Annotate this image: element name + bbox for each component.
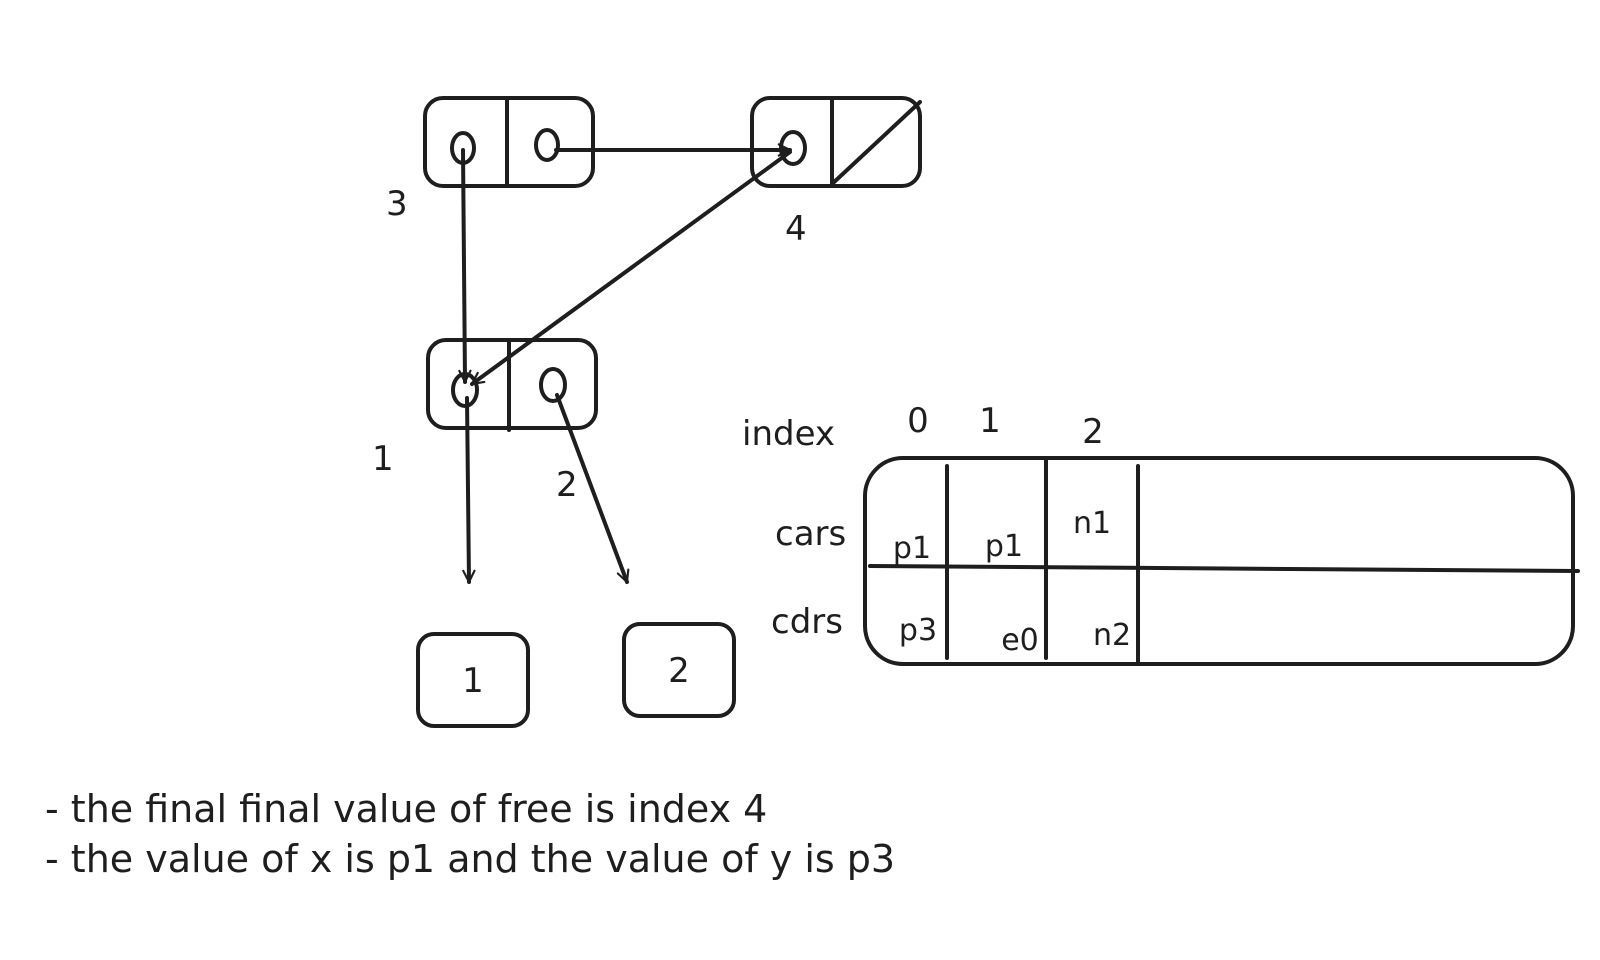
atom-value: 1 — [462, 661, 484, 701]
cdr-cell-2: n2 — [1093, 618, 1131, 653]
cars-label: cars — [775, 514, 846, 554]
cdr-pointer-icon — [534, 128, 560, 162]
index-label: index — [742, 414, 835, 454]
cdr-cell-0: p3 — [899, 613, 937, 648]
pair-box-4 — [750, 96, 922, 188]
car-cell-0: p1 — [893, 531, 931, 566]
pair-box-3 — [423, 96, 595, 188]
atom-box-2: 2 — [622, 622, 736, 718]
pair-box-1 — [426, 338, 598, 432]
index-0: 0 — [907, 401, 929, 441]
cdrs-label: cdrs — [771, 602, 843, 642]
note-x-y-values: - the value of x is p1 and the value of … — [45, 837, 895, 881]
pair-label-2: 2 — [556, 465, 578, 505]
pair-label-3: 3 — [386, 184, 408, 224]
index-1: 1 — [979, 401, 1001, 441]
arrow-1-cdr-to-atom-2 — [555, 393, 630, 584]
arrow-1-car-to-atom-1 — [462, 396, 476, 584]
cdr-pointer-icon — [539, 367, 567, 403]
car-cell-1: p1 — [985, 529, 1023, 564]
cdr-cell-1: e0 — [1001, 623, 1039, 658]
car-cell-2: n1 — [1073, 506, 1111, 541]
index-2: 2 — [1082, 412, 1104, 452]
atom-value: 2 — [668, 651, 690, 691]
arrow-4-car-to-1 — [470, 150, 792, 386]
note-free-index: - the final final value of free is index… — [45, 787, 767, 831]
pair-label-4: 4 — [785, 209, 807, 249]
null-slash-icon — [830, 100, 922, 186]
memory-table — [863, 456, 1580, 666]
pair-label-1: 1 — [372, 439, 394, 479]
atom-box-1: 1 — [416, 632, 530, 728]
arrow-3-car-to-1 — [458, 148, 472, 384]
